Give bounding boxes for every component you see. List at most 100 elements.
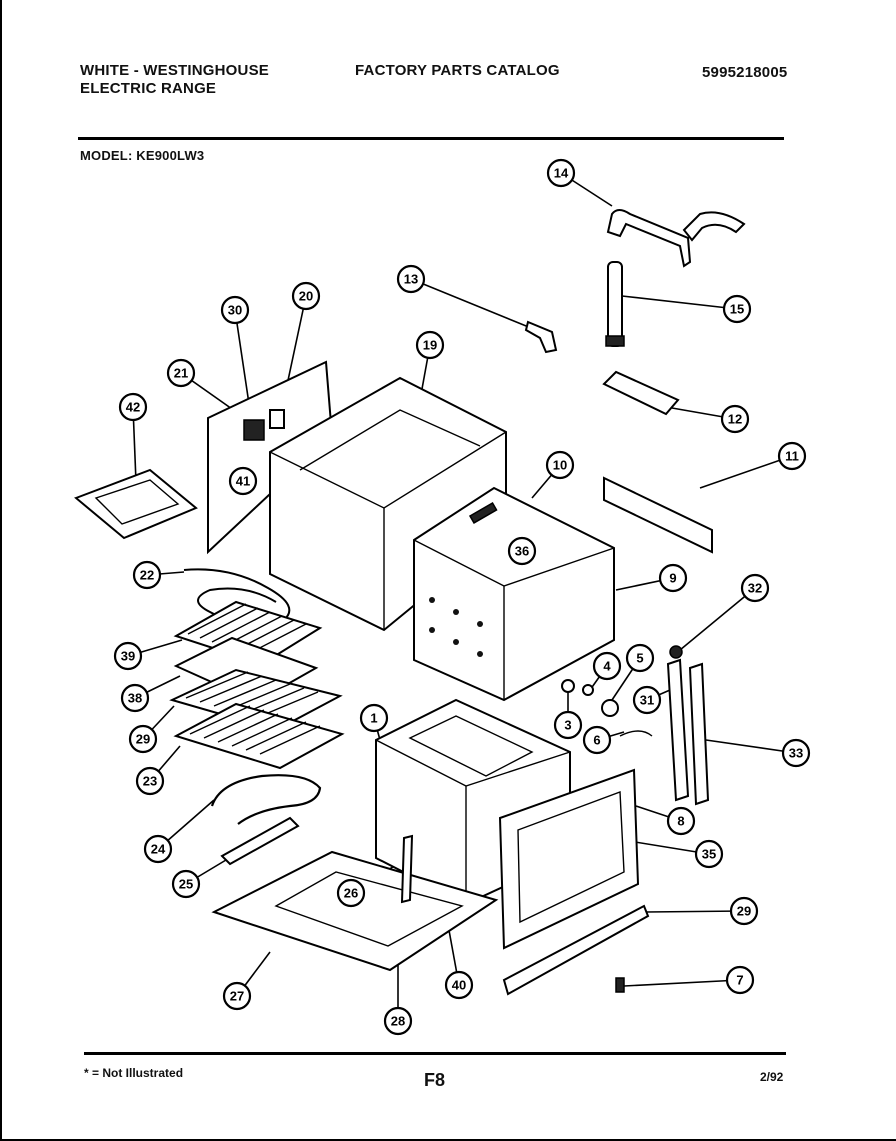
callout-41-bubble (228, 466, 258, 496)
callout-5: 5 (625, 643, 655, 673)
callout-7: 7 (725, 965, 755, 995)
model-number: MODEL: KE900LW3 (80, 148, 205, 163)
brand-line-1: WHITE - WESTINGHOUSE (80, 62, 269, 79)
part-6-clip (619, 730, 653, 737)
callout-21-bubble (166, 358, 196, 388)
callout-25-bubble (171, 869, 201, 899)
callout-32-leader (679, 587, 756, 651)
callout-36-bubble (507, 536, 537, 566)
callout-41-label: 41 (236, 474, 250, 489)
part-24-bake-element (210, 774, 322, 825)
callout-24: 24 (143, 834, 173, 864)
callout-29b-label: 29 (737, 904, 751, 919)
callout-12-label: 12 (728, 412, 742, 427)
callout-21-label: 21 (174, 366, 188, 381)
callout-15-bubble (722, 294, 752, 324)
callout-27-bubble (222, 981, 252, 1011)
callout-35: 35 (694, 839, 724, 869)
part-4-screw (582, 684, 594, 696)
callout-6-label: 6 (593, 733, 600, 748)
callout-8: 8 (666, 806, 696, 836)
callout-8-bubble (666, 806, 696, 836)
callout-28-label: 28 (391, 1014, 405, 1029)
callout-29b-leader (645, 910, 745, 913)
callout-3-label: 3 (564, 718, 571, 733)
callout-23: 23 (135, 766, 165, 796)
callout-1-bubble (359, 703, 389, 733)
part-14-tube (606, 209, 746, 268)
callout-20-label: 20 (299, 289, 313, 304)
part-8-door-frame (498, 768, 640, 950)
part-3-screw (561, 679, 575, 693)
part-33-side-trim (688, 662, 710, 806)
callout-42-bubble (118, 392, 148, 422)
callout-4-label: 4 (603, 659, 611, 674)
part-9-front-frame (413, 486, 615, 702)
callout-14-bubble (546, 158, 576, 188)
callout-3: 3 (553, 710, 583, 740)
callout-6: 6 (582, 725, 612, 755)
callout-13-bubble (396, 264, 426, 294)
callout-23-label: 23 (143, 774, 157, 789)
part-30-switch (243, 419, 265, 441)
header-rule (78, 137, 784, 140)
callout-10-label: 10 (553, 458, 567, 473)
callout-29a: 29 (128, 724, 158, 754)
part-12-block (602, 370, 680, 416)
callout-7-bubble (725, 965, 755, 995)
callout-4-bubble (592, 651, 622, 681)
part-15-tube (605, 261, 625, 347)
callout-10: 10 (545, 450, 575, 480)
callout-22: 22 (132, 560, 162, 590)
callout-26: 26 (336, 878, 366, 908)
callout-11-leader (699, 455, 793, 489)
callout-30: 30 (220, 295, 250, 325)
callout-36: 36 (507, 536, 537, 566)
callout-24-bubble (143, 834, 173, 864)
callout-13-leader (410, 278, 537, 331)
callout-32: 32 (740, 573, 770, 603)
callout-38-bubble (120, 683, 150, 713)
callout-28-bubble (383, 1006, 413, 1036)
part-42-bracket (74, 468, 198, 540)
callout-14-label: 14 (554, 166, 569, 181)
callout-40-bubble (444, 970, 474, 1000)
callout-15: 15 (722, 294, 752, 324)
callout-10-bubble (545, 450, 575, 480)
callout-30-label: 30 (228, 303, 242, 318)
revision-date: 2/92 (760, 1070, 784, 1084)
callout-15-label: 15 (730, 302, 744, 317)
callout-14: 14 (546, 158, 576, 188)
callout-36-label: 36 (515, 544, 529, 559)
callout-9-bubble (658, 563, 688, 593)
callout-5-label: 5 (636, 651, 643, 666)
callout-29a-label: 29 (136, 732, 150, 747)
callout-7-label: 7 (736, 973, 743, 988)
callout-3-bubble (553, 710, 583, 740)
callout-31-label: 31 (640, 693, 654, 708)
brand-line-2: ELECTRIC RANGE (80, 80, 217, 97)
callout-22-label: 22 (140, 568, 154, 583)
page-number: F8 (424, 1070, 446, 1090)
callout-25-label: 25 (179, 877, 193, 892)
callout-19-label: 19 (423, 338, 437, 353)
callout-27-label: 27 (230, 989, 244, 1004)
callout-40: 40 (444, 970, 474, 1000)
callout-7-leader (623, 979, 741, 987)
callout-4: 4 (592, 651, 622, 681)
part-7-pin (615, 977, 625, 993)
callout-26-bubble (336, 878, 366, 908)
callout-20-bubble (291, 281, 321, 311)
callout-8-label: 8 (677, 814, 684, 829)
part-29-kick-panel (502, 904, 650, 996)
callout-19-bubble (415, 330, 445, 360)
callout-27: 27 (222, 981, 252, 1011)
part-20-bracket (269, 409, 285, 429)
callout-29b-bubble (729, 896, 759, 926)
callout-11: 11 (777, 441, 807, 471)
callout-9-label: 9 (669, 571, 676, 586)
part-27-bottom-panel (211, 850, 499, 972)
callout-41: 41 (228, 466, 258, 496)
